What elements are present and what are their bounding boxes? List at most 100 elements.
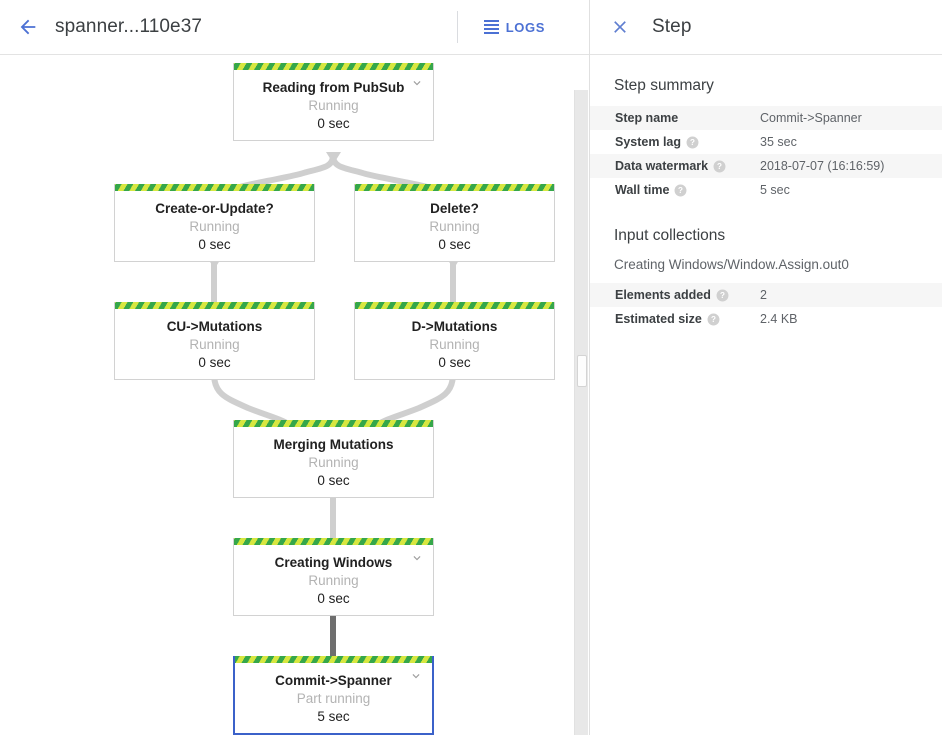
- node-status-stripe: [355, 302, 554, 309]
- table-row: Data watermark? 2018-07-07 (16:16:59): [590, 154, 942, 178]
- node-status-stripe: [234, 63, 433, 70]
- node-time: 0 sec: [317, 591, 350, 606]
- graph-node-merging-mutations[interactable]: Merging Mutations Running 0 sec: [233, 420, 434, 498]
- node-status-stripe: [234, 420, 433, 427]
- node-body: Delete? Running 0 sec: [355, 191, 554, 261]
- row-key-text: Elements added: [615, 288, 711, 302]
- graph-scrollbar-thumb[interactable]: [577, 355, 587, 387]
- help-icon[interactable]: ?: [674, 184, 687, 197]
- graph-node-reading-from-pubsub[interactable]: Reading from PubSub Running 0 sec: [233, 63, 434, 141]
- job-graph-panel: spanner...110e37 LOGS: [0, 0, 590, 735]
- row-value: 5 sec: [760, 183, 790, 197]
- node-body: D->Mutations Running 0 sec: [355, 309, 554, 379]
- input-collections-table: Elements added? 2 Estimated size? 2.4 KB: [590, 283, 942, 331]
- step-details-panel: Step Step summary Step name Commit->Span…: [590, 0, 942, 735]
- node-title: Reading from PubSub: [262, 80, 405, 95]
- svg-text:?: ?: [717, 162, 722, 171]
- table-row: Estimated size? 2.4 KB: [590, 307, 942, 331]
- job-graph-canvas[interactable]: Reading from PubSub Running 0 sec Create…: [0, 56, 589, 735]
- logs-button[interactable]: LOGS: [474, 14, 555, 41]
- graph-vertical-scrollbar[interactable]: [574, 90, 588, 735]
- node-title: Commit->Spanner: [275, 673, 392, 688]
- node-time: 5 sec: [317, 709, 350, 724]
- node-status: Running: [308, 98, 359, 113]
- node-body: Create-or-Update? Running 0 sec: [115, 191, 314, 261]
- node-title: Delete?: [430, 201, 479, 216]
- row-value: 2018-07-07 (16:16:59): [760, 159, 885, 173]
- node-time: 0 sec: [438, 355, 471, 370]
- page-title: spanner...110e37: [55, 16, 203, 37]
- help-icon[interactable]: ?: [716, 289, 729, 302]
- node-time: 0 sec: [198, 355, 231, 370]
- node-status-stripe: [234, 538, 433, 545]
- graph-node-creating-windows[interactable]: Creating Windows Running 0 sec: [233, 538, 434, 616]
- table-row: Wall time? 5 sec: [590, 178, 942, 202]
- node-title: Create-or-Update?: [155, 201, 274, 216]
- job-header: spanner...110e37 LOGS: [0, 0, 589, 55]
- table-row: Step name Commit->Spanner: [590, 106, 942, 130]
- row-value: 35 sec: [760, 135, 797, 149]
- chevron-down-icon[interactable]: [410, 551, 424, 565]
- graph-node-commit-spanner[interactable]: Commit->Spanner Part running 5 sec: [233, 656, 434, 735]
- row-key: Elements added?: [590, 283, 758, 307]
- help-icon[interactable]: ?: [686, 136, 699, 149]
- back-button[interactable]: [6, 5, 50, 49]
- node-time: 0 sec: [438, 237, 471, 252]
- header-divider: [456, 11, 458, 43]
- node-status: Running: [308, 455, 359, 470]
- step-panel-title: Step: [652, 16, 692, 37]
- svg-text:?: ?: [690, 138, 695, 147]
- row-key: System lag?: [590, 130, 758, 154]
- graph-node-delete[interactable]: Delete? Running 0 sec: [354, 184, 555, 262]
- node-status-stripe: [355, 184, 554, 191]
- chevron-down-icon[interactable]: [410, 76, 424, 90]
- table-row: Elements added? 2: [590, 283, 942, 307]
- help-icon[interactable]: ?: [713, 160, 726, 173]
- node-body: Merging Mutations Running 0 sec: [234, 427, 433, 497]
- node-status: Running: [429, 337, 480, 352]
- logs-button-label: LOGS: [505, 19, 545, 35]
- node-body: Creating Windows Running 0 sec: [234, 545, 433, 615]
- node-status: Running: [308, 573, 359, 588]
- row-key-text: Data watermark: [615, 159, 709, 173]
- row-key: Data watermark?: [590, 154, 758, 178]
- node-time: 0 sec: [198, 237, 231, 252]
- close-panel-button[interactable]: [600, 7, 640, 47]
- node-title: Creating Windows: [274, 555, 393, 570]
- header-actions: LOGS: [456, 0, 589, 54]
- edge-arrow-reading: [326, 152, 341, 164]
- node-title: Merging Mutations: [273, 437, 394, 452]
- step-summary-heading: Step summary: [614, 77, 714, 94]
- node-status: Running: [429, 219, 480, 234]
- chevron-down-icon[interactable]: [409, 669, 423, 683]
- graph-node-d-mutations[interactable]: D->Mutations Running 0 sec: [354, 302, 555, 380]
- close-icon: [614, 21, 626, 33]
- node-status-stripe: [115, 302, 314, 309]
- logs-list-icon: [483, 20, 499, 34]
- graph-node-cu-mutations[interactable]: CU->Mutations Running 0 sec: [114, 302, 315, 380]
- node-time: 0 sec: [317, 116, 350, 131]
- table-row: System lag? 35 sec: [590, 130, 942, 154]
- row-key: Estimated size?: [590, 307, 758, 331]
- step-summary-table: Step name Commit->Spanner System lag? 35…: [590, 106, 942, 202]
- node-body: Reading from PubSub Running 0 sec: [234, 70, 433, 140]
- svg-text:?: ?: [720, 291, 725, 300]
- node-status-stripe: [115, 184, 314, 191]
- step-panel-body: Step summary Step name Commit->Spanner S…: [590, 55, 942, 331]
- graph-node-create-or-update[interactable]: Create-or-Update? Running 0 sec: [114, 184, 315, 262]
- node-body: Commit->Spanner Part running 5 sec: [235, 663, 432, 733]
- row-key-text: System lag: [615, 135, 682, 149]
- node-body: CU->Mutations Running 0 sec: [115, 309, 314, 379]
- row-key-text: Wall time: [615, 183, 670, 197]
- graph-edges: [207, 152, 461, 680]
- row-key: Wall time?: [590, 178, 758, 202]
- svg-text:?: ?: [711, 315, 716, 324]
- step-panel-header: Step: [590, 0, 942, 55]
- row-key: Step name: [615, 111, 679, 125]
- help-icon[interactable]: ?: [707, 313, 720, 326]
- row-value: 2.4 KB: [760, 312, 798, 326]
- svg-text:?: ?: [678, 186, 683, 195]
- node-status: Running: [189, 219, 240, 234]
- row-value: 2: [760, 288, 767, 302]
